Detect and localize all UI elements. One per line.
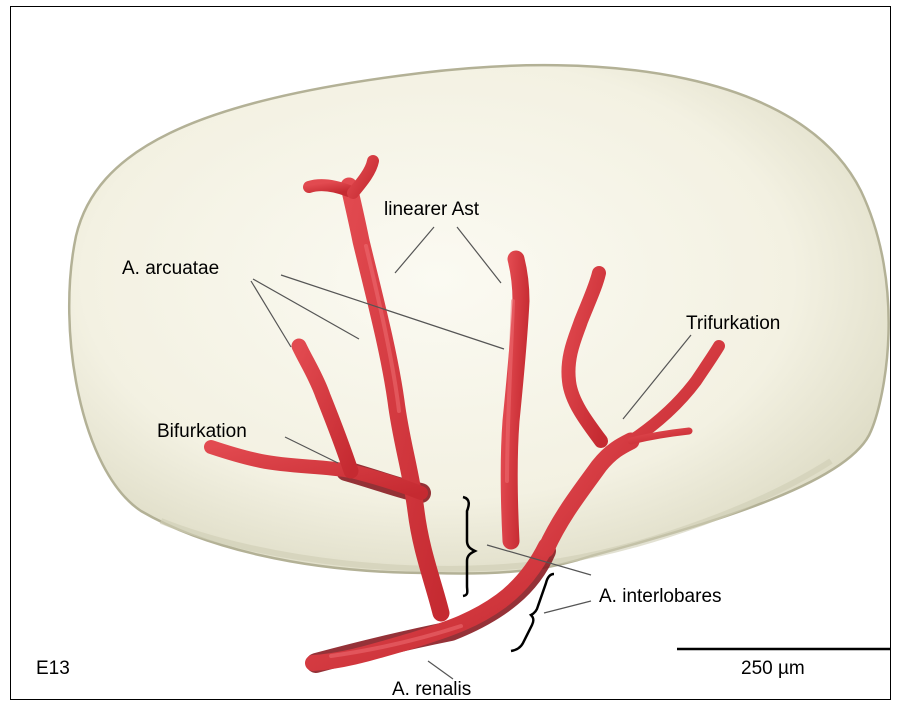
figure-frame: linearer Ast A. arcuatae Trifurkation Bi… <box>10 6 891 700</box>
vessel-top-fork <box>309 185 349 191</box>
label-trifurkation: Trifurkation <box>686 314 780 333</box>
kidney-render <box>11 7 891 700</box>
label-a-interlobares: A. interlobares <box>599 587 722 606</box>
label-bifurkation: Bifurkation <box>157 422 247 441</box>
label-a-arcuatae: A. arcuatae <box>122 259 219 278</box>
label-a-renalis: A. renalis <box>392 680 471 699</box>
label-scale-bar: 250 µm <box>741 659 805 678</box>
label-stage: E13 <box>36 659 70 678</box>
label-linearer-ast: linearer Ast <box>384 200 479 219</box>
